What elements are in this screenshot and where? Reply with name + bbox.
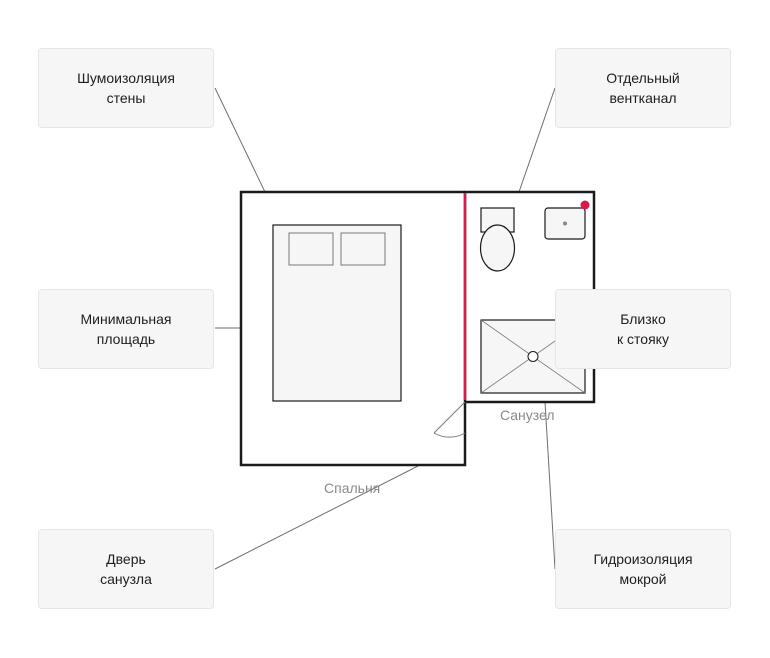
- callout-wet-waterproofing: Гидроизоляция мокрой: [555, 529, 731, 609]
- vent-point: [580, 200, 590, 210]
- callout-text-line1: Отдельный: [606, 70, 680, 86]
- callout-text-line2: площадь: [96, 331, 156, 347]
- callout-text-line1: Близко: [620, 311, 666, 327]
- pillow-right: [340, 232, 386, 266]
- leader-wet-waterproofing: [544, 401, 556, 570]
- callout-text-line2: мокрой: [619, 571, 667, 587]
- leader-bathroom-door: [214, 465, 419, 570]
- callout-minimal-area: Минимальная площадь: [38, 289, 214, 369]
- bathroom-label: Санузел: [500, 407, 555, 423]
- callout-text-line2: к стояку: [617, 331, 669, 347]
- callout-text-line1: Дверь: [106, 551, 146, 567]
- shower-drain: [527, 351, 539, 362]
- callout-text-line2: санузла: [100, 571, 152, 587]
- leader-separate-vent: [518, 87, 556, 193]
- callout-wall-insulation: Шумоизоляция стены: [38, 48, 214, 128]
- callout-close-to-riser: Близко к стояку: [555, 289, 731, 369]
- bed: [272, 224, 402, 402]
- callout-separate-vent: Отдельный вентканал: [555, 48, 731, 128]
- callout-bathroom-door: Дверь санузла: [38, 529, 214, 609]
- callout-text-line2: стены: [106, 90, 146, 106]
- callout-text-line1: Гидроизоляция: [593, 551, 693, 567]
- callout-text-line1: Минимальная: [80, 311, 172, 327]
- pillow-left: [288, 232, 334, 266]
- callout-text-line2: вентканал: [609, 90, 677, 106]
- sink: [544, 207, 586, 240]
- bathroom-door[interactable]: [433, 401, 466, 438]
- leader-wall-insulation: [214, 87, 266, 193]
- toilet: [479, 207, 516, 272]
- callout-text-line1: Шумоизоляция: [77, 70, 175, 86]
- bedroom-label: Спальня: [324, 480, 381, 496]
